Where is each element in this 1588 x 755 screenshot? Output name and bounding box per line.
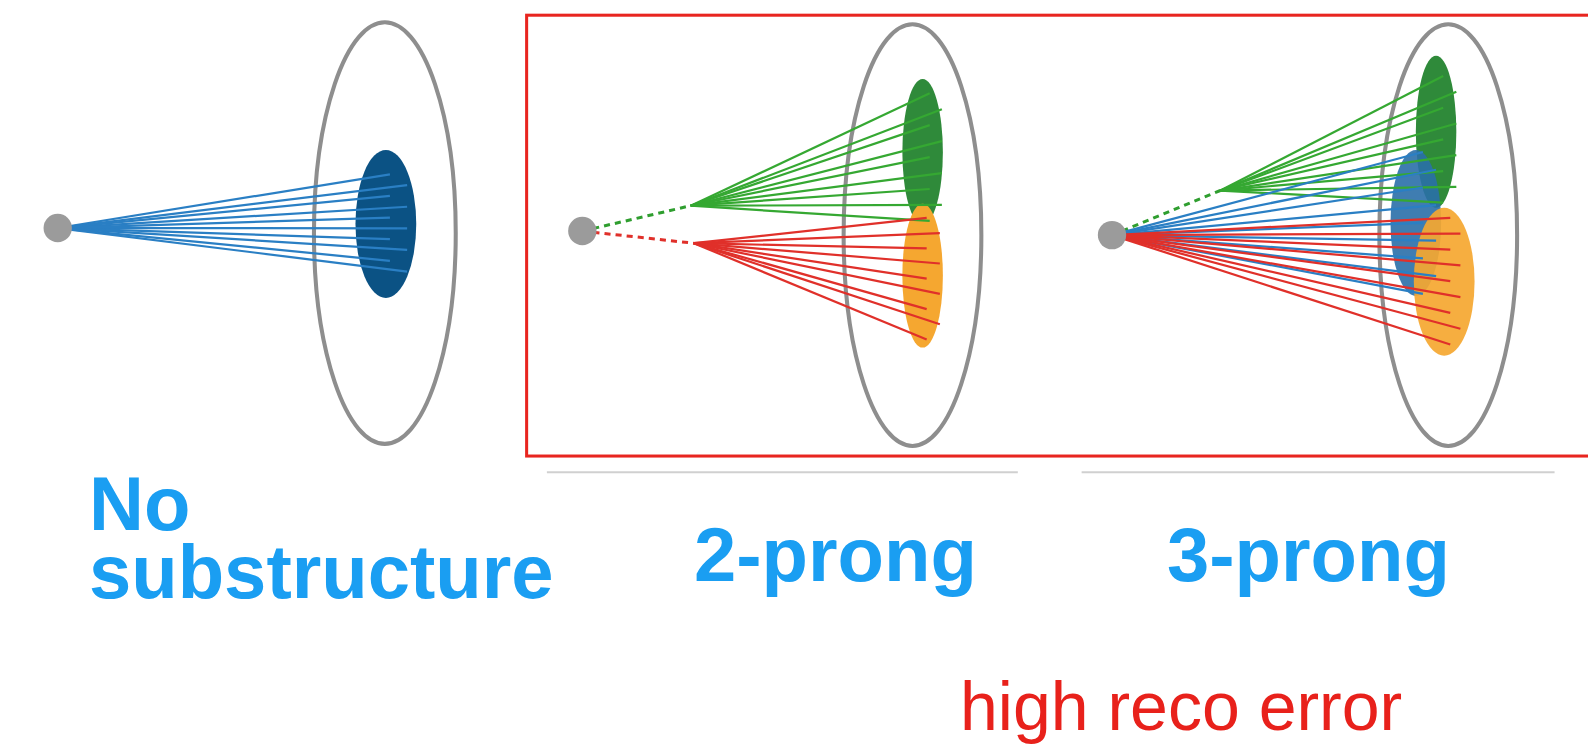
particle-track [1112, 235, 1450, 344]
particle-track [58, 228, 407, 250]
particle-track [1112, 234, 1460, 235]
dashed-track [1112, 191, 1220, 236]
particle-track [58, 185, 407, 228]
particle-track [691, 173, 942, 206]
particle-track [1112, 235, 1460, 329]
particle-track [691, 206, 930, 221]
particle-track [58, 228, 390, 261]
particle-track [58, 196, 390, 228]
jet-cone [314, 22, 456, 444]
particle-fan [691, 93, 942, 339]
particle-track [1112, 235, 1460, 297]
particle-track [1220, 124, 1456, 191]
particle-track [1112, 235, 1450, 313]
annotation-label: high reco error [960, 672, 1402, 740]
particle-track [694, 243, 940, 324]
subjet-blob [355, 150, 416, 298]
particle-track [694, 233, 940, 243]
particle-fan [58, 174, 407, 271]
particle-track [691, 204, 942, 207]
particle-track [694, 243, 927, 309]
vertex-dot [568, 217, 596, 245]
particle-track [58, 174, 390, 228]
jet-label: 3-prong [1167, 521, 1450, 589]
particle-track [691, 93, 930, 205]
particle-track [58, 228, 407, 272]
jet-label: No substructure [89, 470, 589, 606]
particle-track [691, 189, 930, 206]
particle-track [58, 218, 390, 228]
subjet-blob [902, 79, 943, 225]
particle-track [691, 109, 942, 206]
subjet-blob [1414, 208, 1475, 356]
particle-track [1220, 108, 1443, 191]
divider-line [1082, 471, 1555, 473]
dashed-track [582, 206, 690, 231]
particle-track [691, 157, 930, 206]
particle-fan [1112, 76, 1460, 345]
dashed-track [582, 231, 693, 243]
divider-line [547, 471, 1018, 473]
particle-track [691, 141, 942, 206]
vertex-dot [44, 214, 72, 242]
particle-track [58, 207, 407, 228]
highlight-box [527, 15, 1588, 456]
particle-track [694, 243, 940, 294]
jet-cone [1379, 24, 1517, 446]
particle-track [694, 243, 927, 278]
particle-track [1220, 139, 1443, 190]
particle-track [1112, 218, 1450, 235]
particle-track [694, 243, 927, 339]
particle-track [691, 125, 930, 206]
particle-track [1112, 170, 1436, 235]
jet-label: 2-prong [694, 521, 977, 589]
vertex-dot [1098, 221, 1126, 249]
